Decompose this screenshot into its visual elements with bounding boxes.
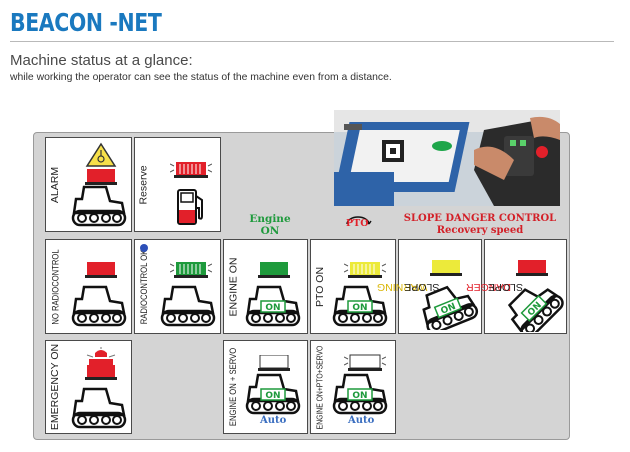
card-no-radiocontrol: NO RADIOCONTROL [45,239,132,334]
auto-label: Auto [260,415,287,426]
tracked-machine-icon [71,285,127,327]
tilted-machine-icon: ON [422,285,479,330]
section-subtitle: Machine status at a glance: [10,52,193,69]
auto-label: Auto [348,415,375,426]
tracked-machine-icon [160,285,216,327]
tracked-machine-icon [71,387,127,429]
red-beacon-icon [516,260,548,276]
fuel-pump-icon [177,189,203,225]
card-emergency-on: EMERGENCY ON [45,340,132,434]
rotating-red-beacon-icon [85,347,117,380]
card-label: ALARM [49,166,61,203]
card-label: Reserve [138,164,151,205]
tracked-machine-icon [71,185,127,227]
green-beacon-icon [170,262,212,278]
status-dot-icon [140,244,148,252]
warning-triangle-icon [85,142,117,167]
tracked-machine-on-icon: ON [245,373,301,415]
clear-beacon-icon [258,355,290,371]
card-engine-on-servo: ENGINE ON + SERVO ON Auto [223,340,308,434]
red-beacon-icon [85,262,117,278]
card-engine-on-pto-servo: ENGINE ON+PTO+SERVO ON Auto [310,340,396,434]
on-tag: ON [352,303,367,313]
card-label: WARNING SLOPE [376,280,440,293]
on-tag: ON [265,303,280,313]
pto-header: PTO [343,216,373,232]
red-beacon-icon [85,169,117,185]
tracked-machine-on-icon: ON [332,373,388,415]
yellow-beacon-icon [344,262,386,278]
card-label: RADIOCONTROL OK [139,249,149,324]
green-beacon-icon [258,262,290,278]
engine-on-header: Engine ON [249,213,291,237]
clear-beacon-icon [344,354,386,371]
card-label: ENGINE ON + SERVO [228,347,239,427]
card-alarm: ALARM [45,137,132,232]
card-label: NO RADIOCONTROL [50,248,61,325]
card-pto-on: PTO ON ON [310,239,396,334]
operator-photo [334,110,560,206]
card-radiocontrol-ok: RADIOCONTROL OK [134,239,221,334]
yellow-beacon-icon [430,260,462,276]
tracked-machine-on-icon: ON [332,285,388,327]
on-tag: ON [352,391,367,401]
slope-control-header: SLOPE DANGER CONTROL Recovery speed [400,213,560,237]
card-label: PTO ON [314,266,326,307]
tracked-machine-on-icon: ON [245,285,301,327]
card-danger-slope: DANGER SLOPE ON [465,239,567,334]
slope-control-subtitle: Recovery speed [436,225,524,236]
rotation-icon [346,216,372,225]
tilted-machine-icon: ON [507,288,564,332]
page-title: BEACON -NET [10,8,162,37]
card-engine-on: ENGINE ON ON [223,239,308,334]
on-tag: ON [265,391,280,401]
card-reserve: Reserve [134,137,221,232]
section-description: while working the operator can see the s… [10,72,392,83]
card-label: DANGER SLOPE [465,280,523,293]
card-label: ENGINE ON+PTO+SERVO [315,345,325,429]
card-label: EMERGENCY ON [49,343,61,431]
slope-control-title: SLOPE DANGER CONTROL [403,213,557,224]
card-warning-slope: WARNING SLOPE ON [376,239,482,334]
red-beacon-icon [170,162,212,178]
title-divider [10,41,614,42]
card-label: ENGINE ON [227,257,239,316]
